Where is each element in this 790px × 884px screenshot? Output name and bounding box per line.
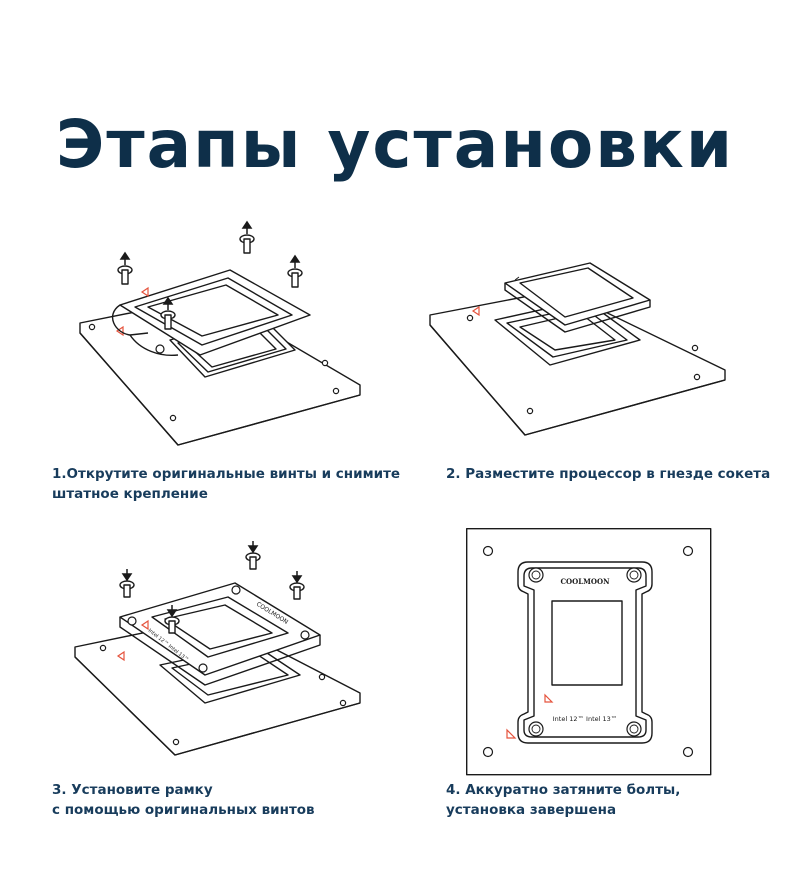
step4-illustration: COOLMOON Intel 12™ Intel 13™ <box>465 527 712 776</box>
frame-brand-text: COOLMOON <box>560 577 610 586</box>
step3-caption-line2: с помощью оригинальных винтов <box>52 802 315 818</box>
step1-caption-line2: штатное крепление <box>52 486 208 502</box>
screw-icon <box>160 296 176 330</box>
step4-caption-line1: 4. Аккуратно затяните болты, <box>446 782 681 798</box>
step1-caption-line1: 1.Открутите оригинальные винты и снимите <box>52 466 401 482</box>
screw-icon <box>289 571 305 600</box>
orientation-marker <box>544 693 554 703</box>
step1-illustration <box>79 220 361 446</box>
step4-caption: 4. Аккуратно затяните болты, установка з… <box>446 780 680 820</box>
screw-icon <box>239 220 255 254</box>
screw-icon <box>287 254 303 288</box>
step3-caption-line1: 3. Установите рамку <box>52 782 213 798</box>
step4-caption-line2: установка завершена <box>446 802 617 818</box>
screw-icon <box>117 251 133 285</box>
step2-caption-line1: 2. Разместите процессор в гнезде сокета <box>446 466 771 482</box>
screw-icon <box>119 569 135 598</box>
step2-caption: 2. Разместите процессор в гнезде сокета <box>446 464 770 484</box>
screw-icon <box>164 605 180 634</box>
step3-caption: 3. Установите рамку с помощью оригинальн… <box>52 780 315 820</box>
screw-icon <box>245 541 261 570</box>
step3-illustration: COOLMOON Intel 12™ Intel 13™ <box>74 541 361 756</box>
step1-caption: 1.Открутите оригинальные винты и снимите… <box>52 464 400 504</box>
frame-compat-text: Intel 12™ Intel 13™ <box>553 715 618 723</box>
orientation-marker <box>115 325 124 337</box>
orientation-marker <box>506 728 517 739</box>
step2-illustration <box>429 262 726 436</box>
page-title: Этапы установки <box>55 106 735 184</box>
